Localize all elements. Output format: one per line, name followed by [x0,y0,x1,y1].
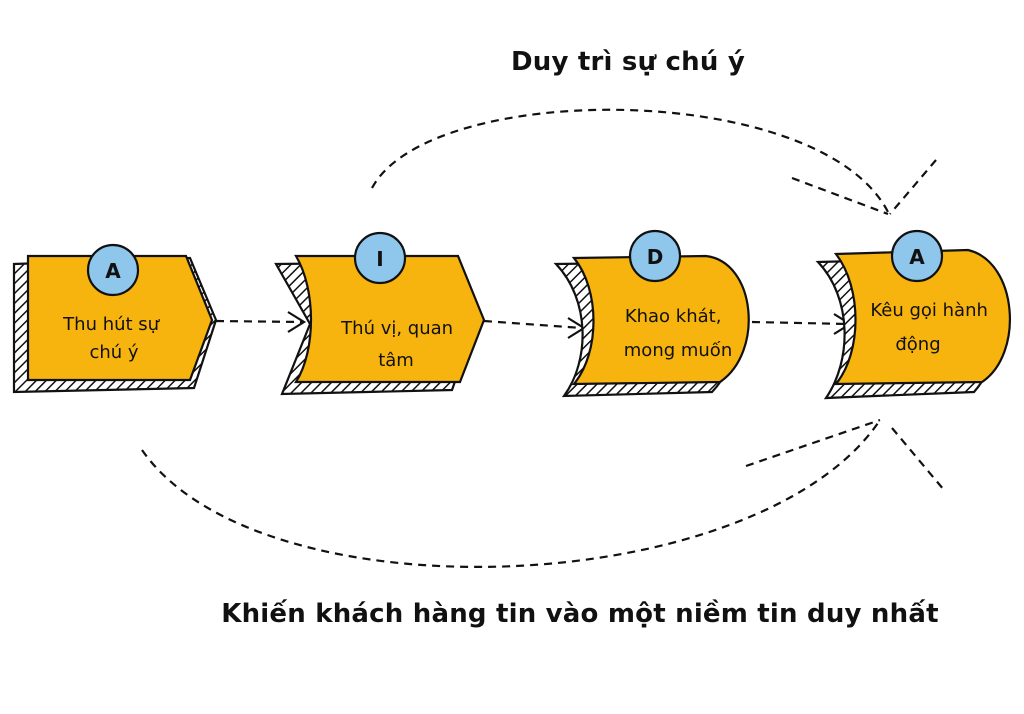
connector-2 [483,317,587,339]
bottom-arc [141,419,881,568]
step-attention-label-line2: chú ý [89,342,138,363]
step-interest-label-line1: Thú vị, quan [340,318,453,339]
step-action-label-line2: động [895,334,940,355]
connector-1 [215,311,307,333]
step-action: A Kêu gọi hành động [815,229,1011,400]
svg-text:Thú vị, quan tâm: Thú vị, quan tâm [340,318,459,371]
step-interest: I Thú vị, quan tâm [274,231,486,396]
step-interest-label-line2: tâm [378,350,414,371]
svg-text:Thu hút sự chú ý: Thu hút sự chú ý [62,314,165,363]
step-interest-body [294,254,486,384]
step-attention: A Thu hút sự chú ý [12,243,218,394]
step-desire-body [571,254,750,386]
step-action-body [833,248,1011,386]
step-desire: D Khao khát, mong muốn [553,229,750,398]
step-action-label-line1: Kêu gọi hành [870,300,988,321]
step-action-letter: A [909,245,925,269]
svg-text:Khao khát, mong muốn: Khao khát, mong muốn [624,306,732,361]
connector-3 [751,313,853,335]
step-desire-letter: D [647,245,664,269]
step-desire-badge [628,229,682,283]
top-arc [371,108,889,213]
top-caption: Duy trì sự chú ý [511,47,745,77]
svg-text:Kêu gọi hành động: Kêu gọi hành động [870,300,993,355]
top-arc-arrowhead [791,159,937,216]
step-interest-badge [353,231,407,285]
step-desire-label-line1: Khao khát, [625,306,722,327]
step-interest-letter: I [376,247,383,271]
step-attention-letter: A [105,259,121,283]
step-attention-badge [86,243,140,297]
step-attention-body [26,254,214,382]
step-desire-label-line2: mong muốn [624,340,732,361]
bottom-caption: Khiến khách hàng tin vào một niềm tin du… [221,598,938,629]
step-attention-label-line1: Thu hút sự [62,314,161,335]
bottom-arc-arrowhead [745,418,945,491]
step-action-badge [890,229,944,283]
